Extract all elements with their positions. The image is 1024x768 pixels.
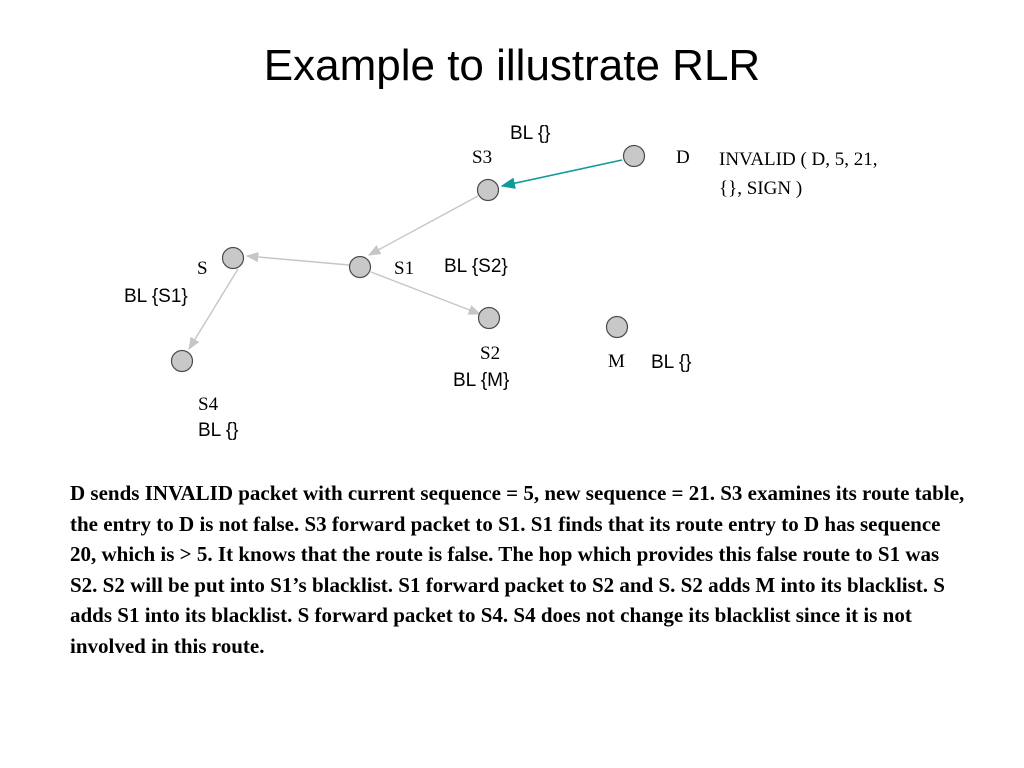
explanation-text: D sends INVALID packet with current sequ… [70,481,965,658]
m-blacklist: BL {} [651,352,692,373]
node-d [622,144,646,168]
invalid-packet-line-1: INVALID ( D, 5, 21, [719,149,878,170]
m-label: M [608,351,625,372]
s1-blacklist: BL {S2} [444,256,508,277]
node-s3 [476,178,500,202]
edge-s1-to-s [245,251,350,266]
edge-s1-to-s2 [370,271,482,315]
slide-title: Example to illustrate RLR [263,41,761,90]
invalid-packet-message: INVALID ( D, 5, 21, {}, SIGN ) [719,145,929,203]
s2-label: S2 [480,343,501,364]
edge-s-to-s4 [188,268,239,351]
node-s4 [170,349,194,373]
s-label: S [197,258,208,279]
edge-s3-to-s1 [367,195,479,256]
edge-d-to-s3 [500,159,623,189]
s2-blacklist: BL {M} [453,370,510,391]
d-label: D [676,147,690,168]
s4-blacklist: BL {} [198,420,239,441]
invalid-packet-line-2: {}, SIGN ) [719,178,803,199]
node-m [605,315,629,339]
s4-label: S4 [198,394,219,415]
network-diagram [170,144,646,373]
s-blacklist: BL {S1} [124,286,188,307]
node-s2 [477,306,501,330]
node-s [221,246,245,270]
s3-blacklist: BL {} [510,123,551,144]
s1-label: S1 [394,258,415,279]
s3-label: S3 [472,147,493,168]
node-s1 [348,255,372,279]
